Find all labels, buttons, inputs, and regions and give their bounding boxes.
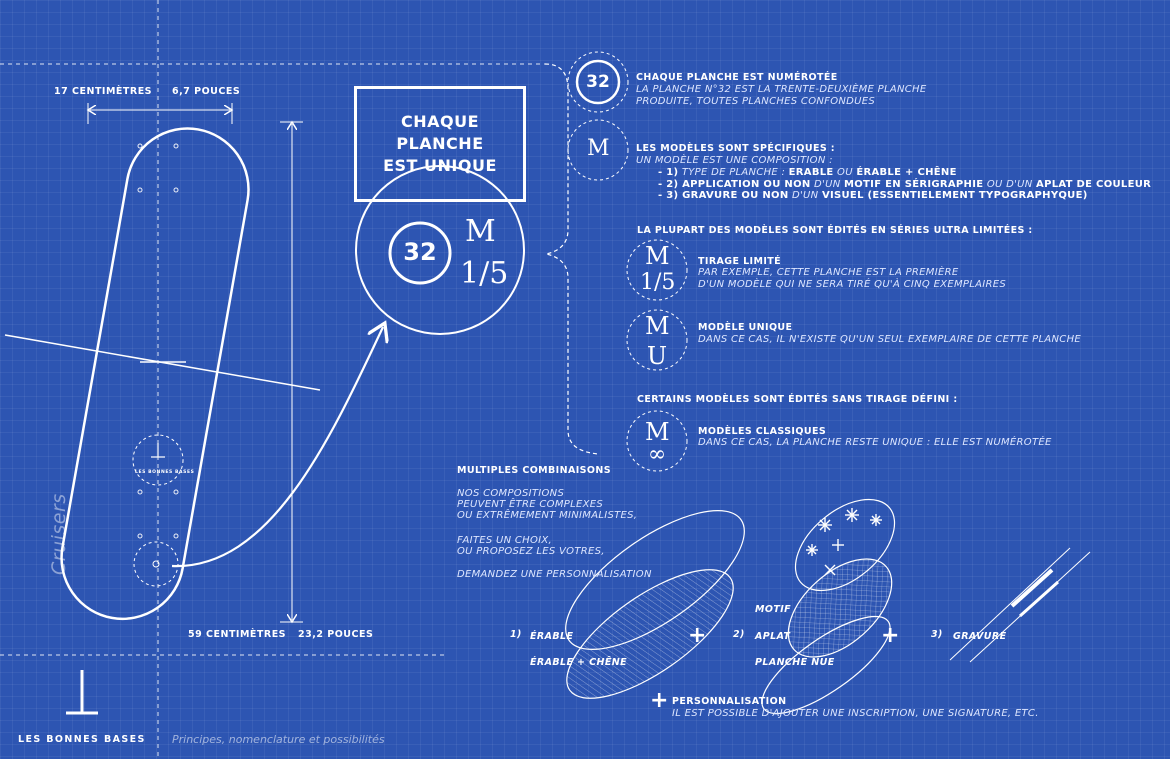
classic-line-1: DANS CE CAS, LA PLANCHE RESTE UNIQUE : E… [698, 437, 1052, 448]
truck-holes [137, 143, 179, 539]
classic-badge-bottom: ∞ [647, 442, 667, 467]
step-3-engraving: GRAVURE [953, 631, 1007, 642]
limited-line-2: D'UN MODÈLE QUI NE SERA TIRÉ QU'À CINQ E… [698, 279, 1006, 290]
guide-lines [0, 0, 545, 759]
step-1-maple-oak: ÉRABLE + CHÊNE [530, 657, 627, 668]
combinations-p1-line-3: OU EXTRÊMEMENT MINIMALISTES, [457, 510, 638, 521]
step-boards [565, 498, 1091, 715]
unique-line-1: DANS CE CAS, IL N'EXISTE QU'UN SEUL EXEM… [698, 334, 1082, 345]
limited-series-heading: LA PLUPART DES MODÈLES SONT ÉDITÉS EN SÉ… [637, 225, 1033, 236]
classic-badge-top: M [645, 418, 670, 446]
undefined-series-heading: CERTAINS MODÈLES SONT ÉDITÉS SANS TIRAGE… [637, 394, 958, 405]
model-badge-letter: M [587, 136, 610, 161]
dimension-lines [88, 103, 303, 622]
badge-fraction-top: 1 [460, 256, 480, 291]
snowflake-motif [806, 508, 882, 576]
models-item-1: - 1) TYPE DE PLANCHE : ERABLE OU ÉRABLE … [658, 167, 957, 178]
brand-logo-mark [66, 670, 98, 715]
limited-title: TIRAGE LIMITÉ [698, 256, 782, 267]
badge-model-letter: M [465, 214, 496, 249]
limited-badge-bottom: 1/5 [640, 270, 676, 295]
badge-number: 32 [403, 238, 437, 266]
step-2-bare-board: PLANCHE NUE [755, 657, 835, 668]
step-2-aplat: APLAT [755, 631, 791, 642]
unique-title: MODÈLE UNIQUE [698, 322, 793, 333]
numbered-badge: 32 [586, 72, 610, 92]
badge-fraction: 1/5 [460, 256, 509, 291]
cruiser-board-outline [4, 127, 321, 621]
step-1-plus: + [688, 623, 707, 648]
combinations-p2-line-2: OU PROPOSEZ LES VOTRES, [457, 546, 605, 557]
legend-badges [567, 51, 688, 472]
length-in-label: 23,2 POUCES [298, 629, 374, 640]
combinations-p1-line-2: PEUVENT ÊTRE COMPLEXES [457, 499, 603, 510]
models-item-3: - 3) GRAVURE OU NON D'UN VISUEL (ESSENTI… [658, 190, 1088, 201]
step-1-maple: ÉRABLE [530, 631, 574, 642]
personalisation-plus: + [650, 688, 669, 713]
step-2-number: 2) [733, 629, 745, 640]
personalisation-title: PERSONNALISATION [672, 696, 787, 707]
models-subtitle: UN MODÈLE EST UNE COMPOSITION : [636, 155, 833, 166]
classic-title: MODÈLES CLASSIQUES [698, 426, 827, 437]
numbered-badge-ring [575, 59, 621, 105]
headline-line-3: EST UNIQUE [383, 156, 497, 175]
width-in-label: 6,7 POUCES [172, 86, 241, 97]
headline-line-1: CHAQUE [400, 112, 480, 131]
board-logo-text: LES BONNES BASES [135, 470, 195, 475]
limited-badge-top: M [645, 242, 670, 270]
numbering-line-1: LA PLANCHE N°32 EST LA TRENTE-DEUXIÈME P… [636, 84, 927, 95]
unique-badge-bottom: U [646, 342, 668, 370]
combinations-p1-line-1: NOS COMPOSITIONS [457, 488, 565, 499]
length-cm-label: 59 CENTIMÈTRES [188, 629, 287, 640]
numbering-title: CHAQUE PLANCHE EST NUMÉROTÉE [636, 72, 838, 83]
personalisation-line-1: IL EST POSSIBLE D'AJOUTER UNE INSCRIPTIO… [672, 708, 1039, 719]
unique-badge-top: M [645, 312, 670, 340]
footer-tagline: Principes, nomenclature et possibilités [172, 733, 385, 746]
models-item-2: - 2) APPLICATION OU NON D'UN MOTIF EN SÉ… [658, 179, 1152, 190]
step-2-motif: MOTIF [755, 604, 792, 615]
combinations-title: MULTIPLES COMBINAISONS [457, 465, 611, 476]
numbering-line-2: PRODUITE, TOUTES PLANCHES CONFONDUES [636, 96, 876, 107]
combinations-p3: DEMANDEZ UNE PERSONNALISATION [457, 569, 652, 580]
headline-line-2: PLANCHE [396, 134, 484, 153]
footer-brand: LES BONNES BASES [18, 734, 146, 745]
cruisers-vertical-label: Cruisers [48, 493, 70, 575]
step-2-plus: + [881, 623, 900, 648]
step-1-number: 1) [510, 629, 522, 640]
models-title: LES MODÈLES SONT SPÉCIFIQUES : [636, 143, 835, 154]
step-3-number: 3) [931, 629, 943, 640]
width-cm-label: 17 CENTIMÈTRES [54, 86, 153, 97]
board-logo-mark [151, 443, 165, 458]
limited-line-1: PAR EXEMPLE, CETTE PLANCHE EST LA PREMIÈ… [698, 267, 959, 278]
badge-callout [171, 63, 599, 568]
headline-box: CHAQUE PLANCHE EST UNIQUE [354, 86, 526, 202]
badge-fraction-bottom: 5 [489, 256, 509, 291]
combinations-p2-line-1: FAITES UN CHOIX, [457, 535, 553, 546]
